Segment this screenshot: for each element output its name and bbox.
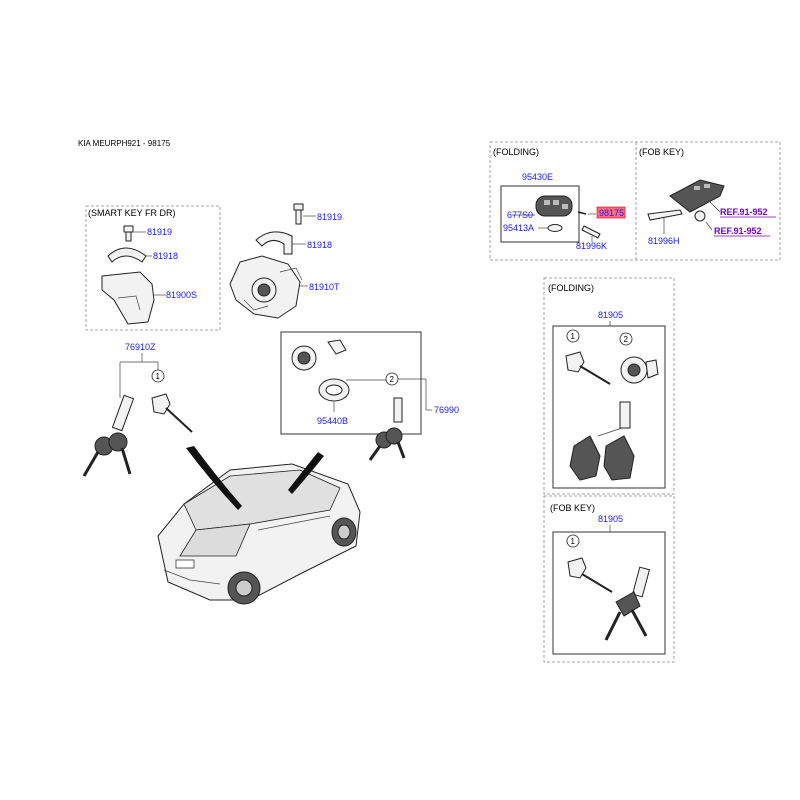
svg-text:1: 1	[156, 372, 161, 381]
svg-text:2: 2	[390, 375, 395, 384]
callout-1-left	[151, 369, 165, 383]
part-95430E[interactable]: 95430E	[522, 172, 553, 182]
fob-key-top-label: (FOB KEY)	[639, 147, 684, 157]
blade-key-81996K-part	[581, 225, 601, 239]
smart-key-fr-dr-group: (SMART KEY FR DR) 81919 81918 81900S	[85, 205, 221, 331]
diagram-title: KIA MEURPH921 - 98175	[78, 139, 171, 148]
part-98175[interactable]: 98175	[599, 208, 624, 218]
cylinder-part-folding	[565, 351, 611, 385]
remote-keys-group: (FOLDING) (FOB KEY) 95430E 677S0 95413A …	[489, 141, 781, 261]
remote-keys-box	[489, 141, 781, 261]
part-81996H[interactable]: 81996H	[648, 236, 680, 246]
svg-text:2: 2	[624, 335, 629, 344]
callout-1-folding	[566, 329, 580, 343]
lock-assembly-group: 81919 81918 81910T	[229, 203, 342, 319]
part-81919-left[interactable]: 81919	[147, 227, 172, 237]
fob-key-right-label: (FOB KEY)	[550, 503, 595, 513]
part-81996K[interactable]: 81996K	[576, 241, 607, 251]
blade-key-81996H-part	[647, 209, 683, 221]
part-81918-left[interactable]: 81918	[153, 251, 178, 261]
fob-keys-part	[604, 566, 651, 641]
battery-part	[547, 224, 563, 232]
immobilizer-box	[280, 331, 422, 435]
cylinder-part-left	[151, 393, 193, 433]
cylinder-part-fob	[567, 557, 613, 593]
smart-key-section-label: (SMART KEY FR DR)	[88, 208, 176, 218]
svg-text:1: 1	[571, 332, 576, 341]
part-677S0[interactable]: 677S0	[507, 210, 533, 220]
part-81919-mid[interactable]: 81919	[317, 212, 342, 222]
part-76990[interactable]: 76990	[434, 405, 459, 415]
keys-mid	[368, 397, 406, 461]
keys-left	[82, 394, 135, 477]
immobilizer-group: 95440B 2 76990	[280, 331, 459, 461]
part-76910Z[interactable]: 76910Z	[125, 342, 156, 352]
ring-part	[107, 247, 147, 263]
folding-key-subbox	[500, 185, 580, 243]
folding-set-inner	[552, 325, 666, 489]
coin-battery-part	[694, 210, 706, 222]
folding-set-box	[543, 277, 675, 495]
car-illustration	[157, 446, 361, 605]
part-81910T[interactable]: 81910T	[309, 282, 340, 292]
part-95413A[interactable]: 95413A	[503, 223, 534, 233]
key-set-76910Z-group: 76910Z 1	[82, 342, 193, 477]
fob-set-inner	[552, 531, 666, 655]
svg-text:1: 1	[571, 537, 576, 546]
fob-remote-part	[669, 179, 725, 213]
shroud-part	[255, 231, 293, 255]
callout-1-fob	[566, 534, 580, 548]
smart-key-box	[85, 205, 221, 331]
ignition-part-folding	[620, 356, 659, 384]
part-81905-fob[interactable]: 81905	[598, 514, 623, 524]
part-81905-folding[interactable]: 81905	[598, 310, 623, 320]
screw-part	[293, 203, 304, 225]
lock-key-set-folding-group: (FOLDING) 81905 1 2	[543, 277, 675, 495]
part-95440B[interactable]: 95440B	[317, 416, 348, 426]
highlight-98175	[596, 206, 626, 219]
folding-remote-part	[535, 195, 573, 217]
folding-right-label: (FOLDING)	[548, 283, 594, 293]
callout-2-folding	[619, 332, 633, 346]
ref-91-952-a[interactable]: REF.91-952	[720, 207, 768, 217]
cover-part	[101, 271, 155, 325]
folding-keys-part	[569, 401, 635, 481]
lock-key-set-fob-group: (FOB KEY) 81905 1	[543, 495, 675, 663]
bolt-part	[123, 225, 134, 242]
folding-top-label: (FOLDING)	[493, 147, 539, 157]
ref-91-952-b[interactable]: REF.91-952	[714, 226, 762, 236]
part-81918-mid[interactable]: 81918	[307, 240, 332, 250]
screw-98175-part	[577, 211, 587, 215]
part-81900S[interactable]: 81900S	[166, 290, 197, 300]
fob-set-box	[543, 495, 675, 663]
